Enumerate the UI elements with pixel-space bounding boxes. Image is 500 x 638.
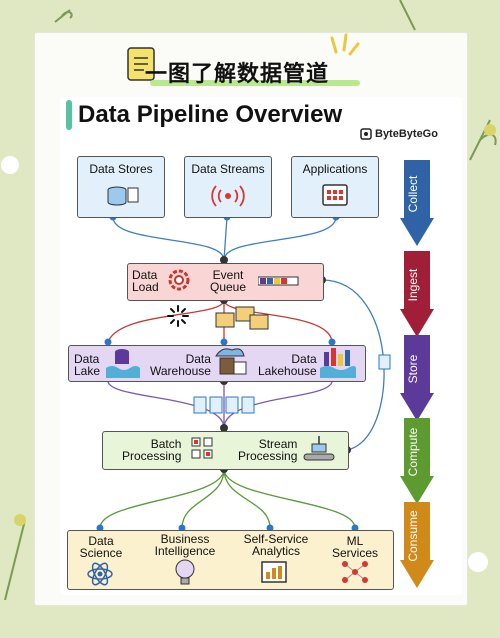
bytebytego-logo-icon — [360, 128, 372, 140]
folders-icon — [215, 306, 269, 330]
document-icon — [378, 354, 391, 370]
stream-processing-label: Stream Processing — [238, 437, 298, 463]
brain-bulb-icon — [175, 559, 195, 585]
atom-icon — [87, 562, 113, 586]
data-load-label: Data Load — [132, 268, 159, 294]
data-lakehouse-label: Data Lakehouse — [258, 352, 317, 378]
source-label: Data Stores — [89, 162, 153, 176]
brand-label: ByteByteGo — [375, 128, 438, 140]
stage-label: Consume — [406, 510, 420, 562]
brand: ByteByteGo — [360, 128, 438, 140]
broadcast-icon — [211, 185, 245, 207]
sparkle-icon — [330, 33, 360, 56]
banner-title: 一图了解数据管道 — [145, 61, 330, 86]
source-data-stores: Data Stores — [77, 156, 165, 218]
batch-processing-label: Batch Processing — [122, 437, 182, 463]
stage-compute: Compute — [400, 418, 434, 504]
stage-collect: Collect — [400, 160, 434, 246]
stage-label: Compute — [406, 427, 420, 476]
batch-grid-icon — [191, 437, 213, 459]
self-service-analytics-label: Self-Service Analytics — [243, 532, 309, 558]
data-warehouse-label: Data Warehouse — [150, 352, 211, 378]
data-science-label: Data Science — [79, 534, 123, 560]
stage-label: Collect — [406, 175, 420, 212]
diagram-title: Data Pipeline Overview — [78, 101, 343, 128]
neural-network-icon — [342, 561, 368, 583]
lakehouse-icon — [320, 348, 356, 378]
documents-icon — [193, 396, 255, 414]
warehouse-icon — [215, 348, 247, 375]
stage-label: Store — [406, 354, 420, 383]
stage-label: Ingest — [406, 268, 420, 301]
database-icon — [107, 186, 139, 206]
consume-box — [67, 530, 394, 590]
source-applications: Applications — [291, 156, 379, 218]
data-lake-label: Data Lake — [74, 352, 101, 378]
ml-services-label: ML Services — [332, 534, 379, 560]
event-queue-label: Event Queue — [210, 268, 247, 294]
queue-icon — [258, 276, 299, 286]
analytics-screen-icon — [261, 561, 287, 583]
title-accent-bar — [66, 100, 72, 130]
notepad-icon — [127, 47, 155, 81]
source-label: Applications — [302, 162, 368, 176]
conveyor-icon — [303, 436, 335, 461]
source-data-streams: Data Streams — [184, 156, 272, 218]
loading-spinner-icon — [167, 305, 189, 327]
business-intelligence-label: Business Intelligence — [154, 532, 216, 558]
source-label: Data Streams — [191, 162, 265, 176]
compute-box — [102, 431, 349, 470]
banner-highlight — [150, 80, 360, 86]
stage-consume: Consume — [400, 502, 434, 588]
lake-icon — [106, 349, 140, 378]
application-window-icon — [322, 184, 348, 206]
stage-ingest: Ingest — [400, 251, 434, 337]
stage-store: Store — [400, 335, 434, 421]
gear-icon — [168, 269, 190, 291]
